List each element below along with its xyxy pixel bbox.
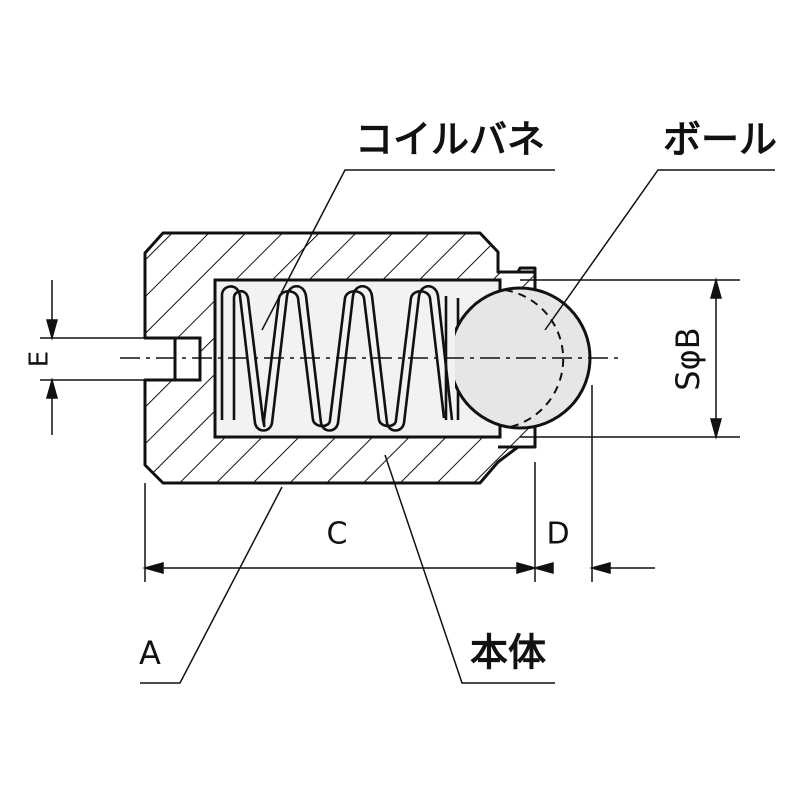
hex-socket — [145, 336, 202, 382]
label-c: C — [327, 517, 348, 552]
label-a: A — [139, 634, 161, 672]
dimension-sb — [520, 277, 740, 440]
label-ball: ボール — [663, 118, 777, 162]
label-sb: SφB — [669, 327, 707, 390]
label-body: 本体 — [470, 631, 546, 675]
label-e: E — [25, 351, 55, 367]
label-d: D — [546, 517, 569, 552]
dimension-e — [40, 280, 150, 435]
dimension-c-d — [142, 385, 655, 582]
label-coil-spring: コイルバネ — [355, 118, 545, 162]
leader-lines — [140, 169, 775, 684]
bore-lip — [498, 270, 535, 449]
